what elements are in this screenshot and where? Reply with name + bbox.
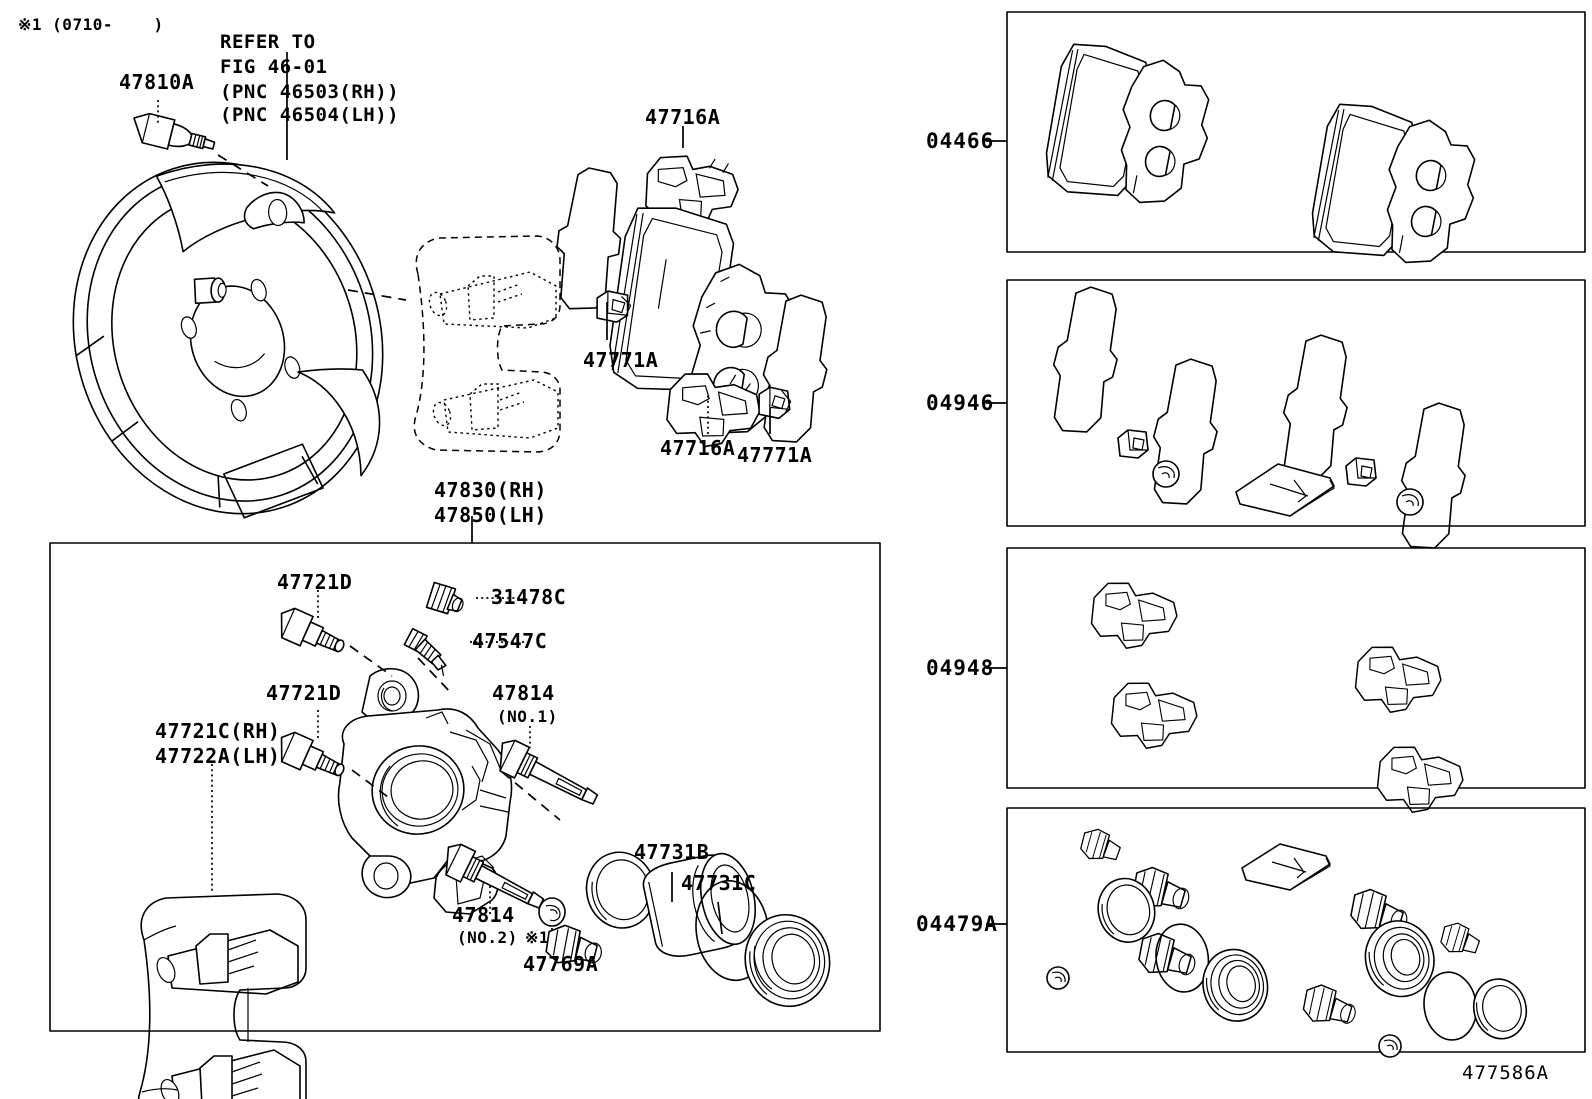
leader-47731C [717, 901, 723, 935]
part-label-47731C[interactable]: 47731C [681, 871, 757, 895]
kit-box-04466 [1006, 11, 1586, 253]
refer-to-line3: (PNC 46503(RH)) [220, 81, 400, 103]
refer-to-line2: FIG 46-01 [220, 56, 328, 78]
part-label-47810A[interactable]: 47810A [119, 70, 195, 94]
leader-bleeder-to-caliper [417, 657, 453, 695]
kit-04946-contents [1052, 286, 1466, 549]
bleeder-cap-graphic [538, 897, 566, 927]
part-label-47769A[interactable]: 47769A [523, 952, 599, 976]
part-label-47722A-lh[interactable]: 47722A(LH) [155, 744, 281, 768]
part-label-47771A-left[interactable]: 47771A [583, 348, 659, 372]
refer-to-line1: REFER TO [220, 31, 316, 53]
pin-clip-left-graphic [596, 290, 632, 323]
part-label-47814-no1-sub: (NO.1) [497, 707, 558, 726]
kit-04466-contents [1045, 43, 1476, 264]
mount-bracket-graphic [137, 893, 307, 1099]
leader-bolt-upper-to-caliper [349, 645, 393, 677]
bolt-lower-graphic [280, 731, 345, 777]
kit-label-04948[interactable]: 04948 [926, 656, 995, 680]
pad-stack-graphic [556, 155, 828, 448]
refer-to-line4: (PNC 46504(LH)) [220, 104, 400, 126]
part-label-47731B[interactable]: 47731B [634, 840, 710, 864]
caliper-bracket-phantom [413, 235, 561, 453]
bolt-upper-graphic [280, 607, 345, 653]
kit-04948-contents [1090, 582, 1464, 813]
kit-label-04466[interactable]: 04466 [926, 129, 995, 153]
figure-code-label: 477586A [1462, 1062, 1550, 1084]
caliper-group-box-outline [49, 542, 881, 1032]
kit-04479A-contents [1046, 828, 1528, 1058]
pad-clip-lower-graphic [666, 373, 761, 448]
kit-label-04479A[interactable]: 04479A [916, 912, 998, 936]
note-mark-bleeder-cap: ※1 [525, 928, 550, 947]
part-label-47547C[interactable]: 47547C [472, 629, 548, 653]
part-label-47771A-right[interactable]: 47771A [737, 443, 813, 467]
speed-sensor-graphic [133, 112, 216, 150]
leader-bolt-lower-to-caliper [351, 769, 393, 801]
part-label-47721C-rh[interactable]: 47721C(RH) [155, 719, 281, 743]
part-label-47814-no2-sub: (NO.2) [457, 928, 518, 947]
note-mark-label: ※1 (0710- ) [18, 15, 164, 34]
leader-bracket [347, 289, 407, 301]
part-label-47721D-lower[interactable]: 47721D [266, 681, 342, 705]
part-label-47814-no1[interactable]: 47814 [492, 681, 555, 705]
kit-label-04946[interactable]: 04946 [926, 391, 995, 415]
bleeder-plug-graphic [425, 581, 464, 615]
part-label-47716A-upper[interactable]: 47716A [645, 105, 721, 129]
part-label-47850-lh[interactable]: 47850(LH) [434, 503, 547, 527]
part-label-47716A-lower[interactable]: 47716A [660, 436, 736, 460]
kit-box-04479A [1006, 807, 1586, 1053]
part-label-47721D-upper[interactable]: 47721D [277, 570, 353, 594]
slide-pin-no2-graphic [445, 843, 545, 909]
leader-sensor [217, 154, 269, 187]
part-label-31478C[interactable]: 31478C [491, 585, 567, 609]
part-label-47830-rh[interactable]: 47830(RH) [434, 478, 547, 502]
bleeder-screw-graphic [403, 627, 447, 677]
backing-plate-graphic [72, 161, 384, 519]
pin-clip-right-graphic [758, 386, 792, 420]
leader-pin1-to-caliper [501, 771, 561, 821]
slide-pin-no1-graphic [499, 739, 599, 805]
kit-box-04948 [1006, 547, 1586, 789]
part-label-47814-no2[interactable]: 47814 [452, 903, 515, 927]
